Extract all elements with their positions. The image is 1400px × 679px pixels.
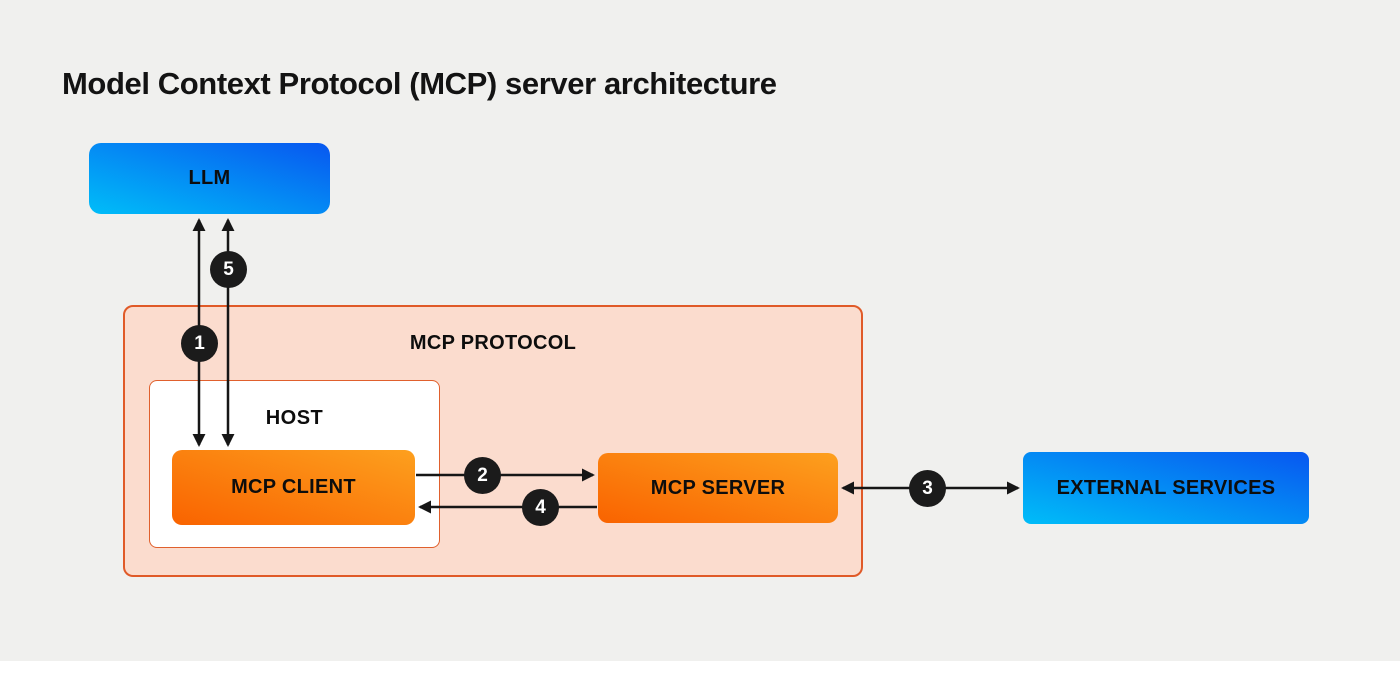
node-mcp-client-label: MCP CLIENT [231,476,356,498]
node-llm-label: LLM [188,167,231,189]
diagram-title: Model Context Protocol (MCP) server arch… [62,66,777,101]
step-badge-3: 3 [909,470,946,507]
node-external-services: EXTERNAL SERVICES [1023,452,1309,524]
node-mcp-client: MCP CLIENT [172,450,415,525]
node-llm: LLM [89,143,330,214]
step-badge-1: 1 [181,325,218,362]
node-mcp-server-label: MCP SERVER [650,476,786,499]
node-host-label: HOST [265,407,324,429]
step-badge-2: 2 [464,457,501,494]
step-badge-4: 4 [522,489,559,526]
node-external-services-label: EXTERNAL SERVICES [1056,476,1276,499]
step-badge-5: 5 [210,251,247,288]
node-mcp-protocol-label: MCP PROTOCOL [409,332,577,354]
node-mcp-server: MCP SERVER [598,453,838,523]
